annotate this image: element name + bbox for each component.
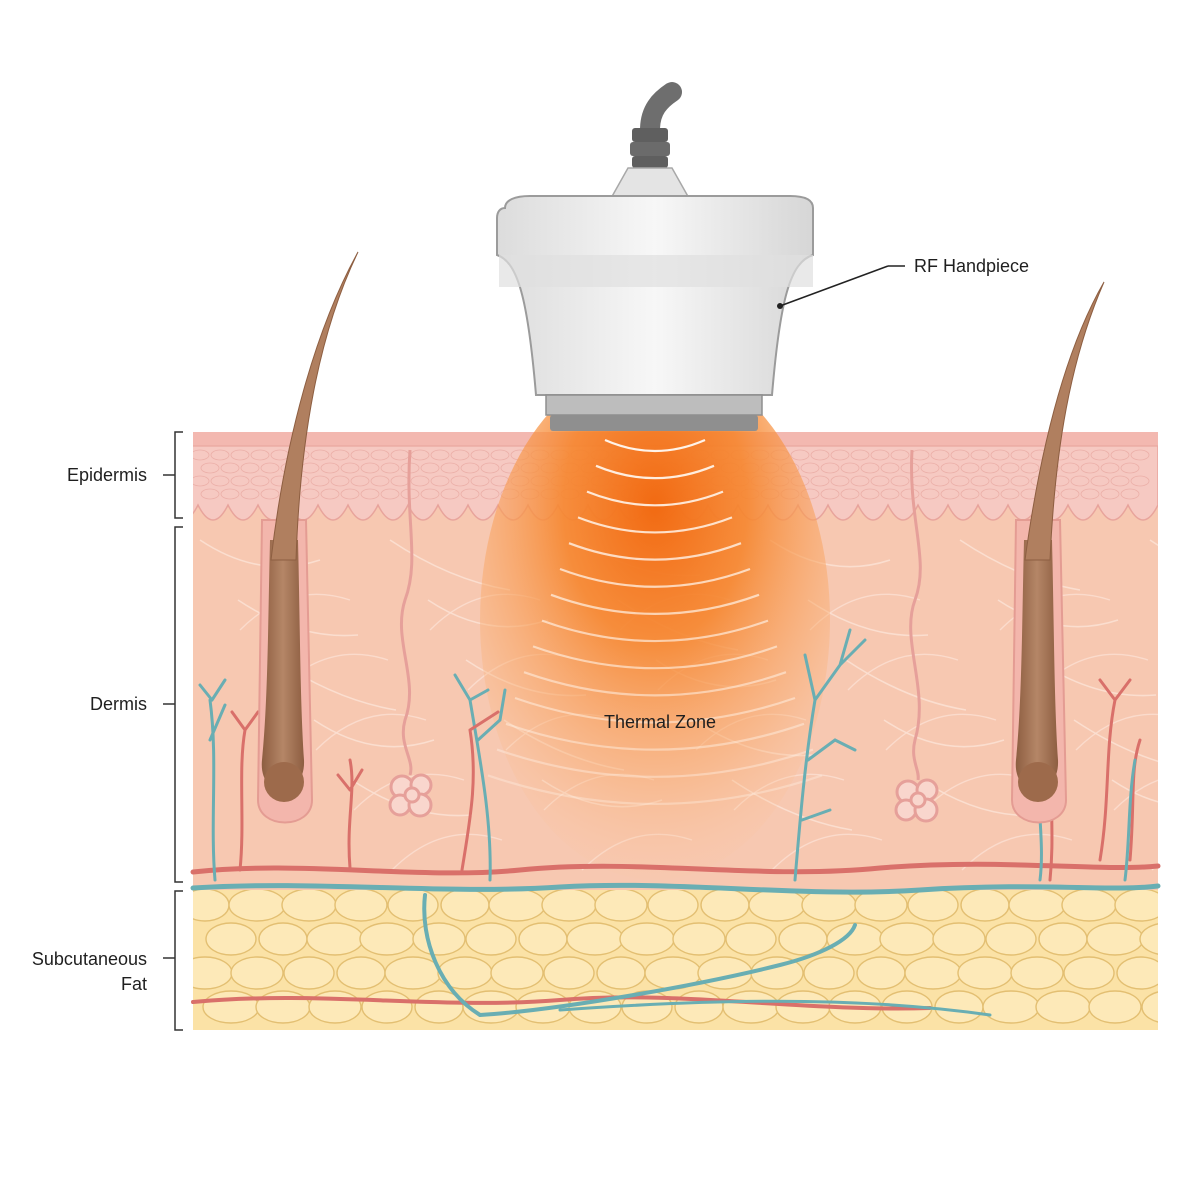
subcutaneous-label-line2: Fat bbox=[121, 974, 147, 994]
thermal-zone bbox=[480, 360, 830, 880]
vein bbox=[558, 999, 992, 1017]
artery bbox=[190, 861, 1161, 876]
sweat-gland-icon bbox=[894, 449, 939, 823]
fat-cells bbox=[193, 888, 1158, 1024]
layer-brackets bbox=[163, 431, 183, 1031]
handpiece-label: RF Handpiece bbox=[914, 256, 1029, 276]
dermis-label: Dermis bbox=[90, 694, 147, 714]
cable bbox=[640, 82, 682, 140]
vein bbox=[190, 882, 1161, 895]
artery bbox=[191, 995, 932, 1011]
hair-follicle-icon bbox=[1010, 281, 1105, 824]
thermal-zone-label: Thermal Zone bbox=[604, 712, 716, 732]
thermal-waves bbox=[487, 438, 823, 805]
subcutaneous-label-line1: Subcutaneous bbox=[32, 949, 147, 969]
epidermis-label: Epidermis bbox=[67, 465, 147, 485]
hair-follicle-icon bbox=[256, 251, 359, 824]
sweat-gland-icon bbox=[388, 449, 433, 818]
rf-handpiece-icon bbox=[496, 82, 814, 431]
handpiece-callout: RF Handpiece bbox=[777, 256, 1029, 309]
vein bbox=[422, 893, 857, 1018]
